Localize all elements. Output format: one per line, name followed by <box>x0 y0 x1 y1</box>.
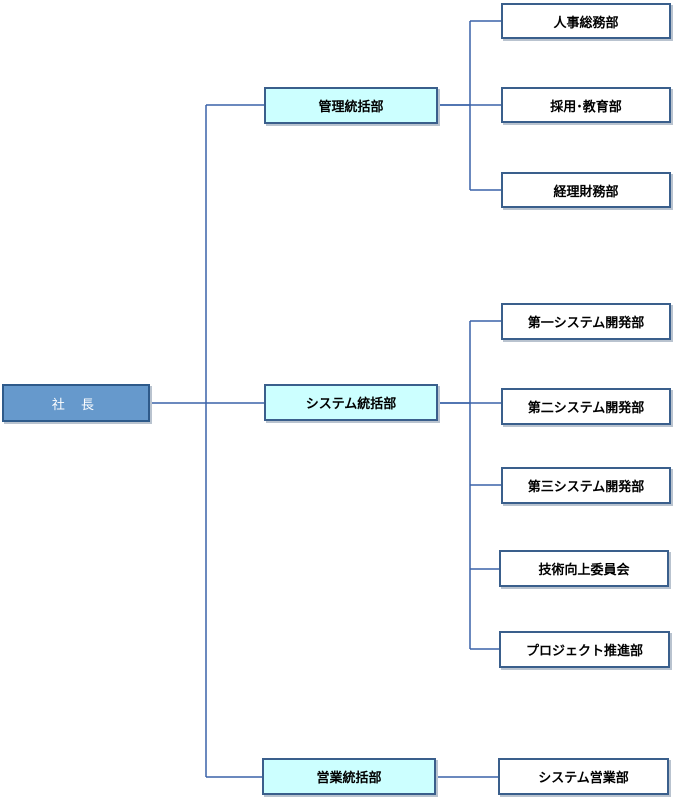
committee-tech-improvement: 技術向上委員会 <box>499 550 669 587</box>
division-admin: 管理統括部 <box>264 87 438 124</box>
department-system-dev-3: 第三システム開発部 <box>501 467 671 504</box>
president-box: 社 長 <box>2 384 150 422</box>
department-accounting-finance: 経理財務部 <box>501 172 671 208</box>
department-recruit-education: 採用･教育部 <box>501 87 671 123</box>
department-system-dev-2: 第二システム開発部 <box>501 388 671 425</box>
division-system: システム統括部 <box>264 384 438 421</box>
division-sales: 営業統括部 <box>262 758 436 795</box>
department-system-dev-1: 第一システム開発部 <box>501 303 671 340</box>
department-hr-general: 人事総務部 <box>501 3 671 39</box>
department-system-sales: システム営業部 <box>498 758 669 795</box>
department-project-promotion: プロジェクト推進部 <box>499 631 670 668</box>
